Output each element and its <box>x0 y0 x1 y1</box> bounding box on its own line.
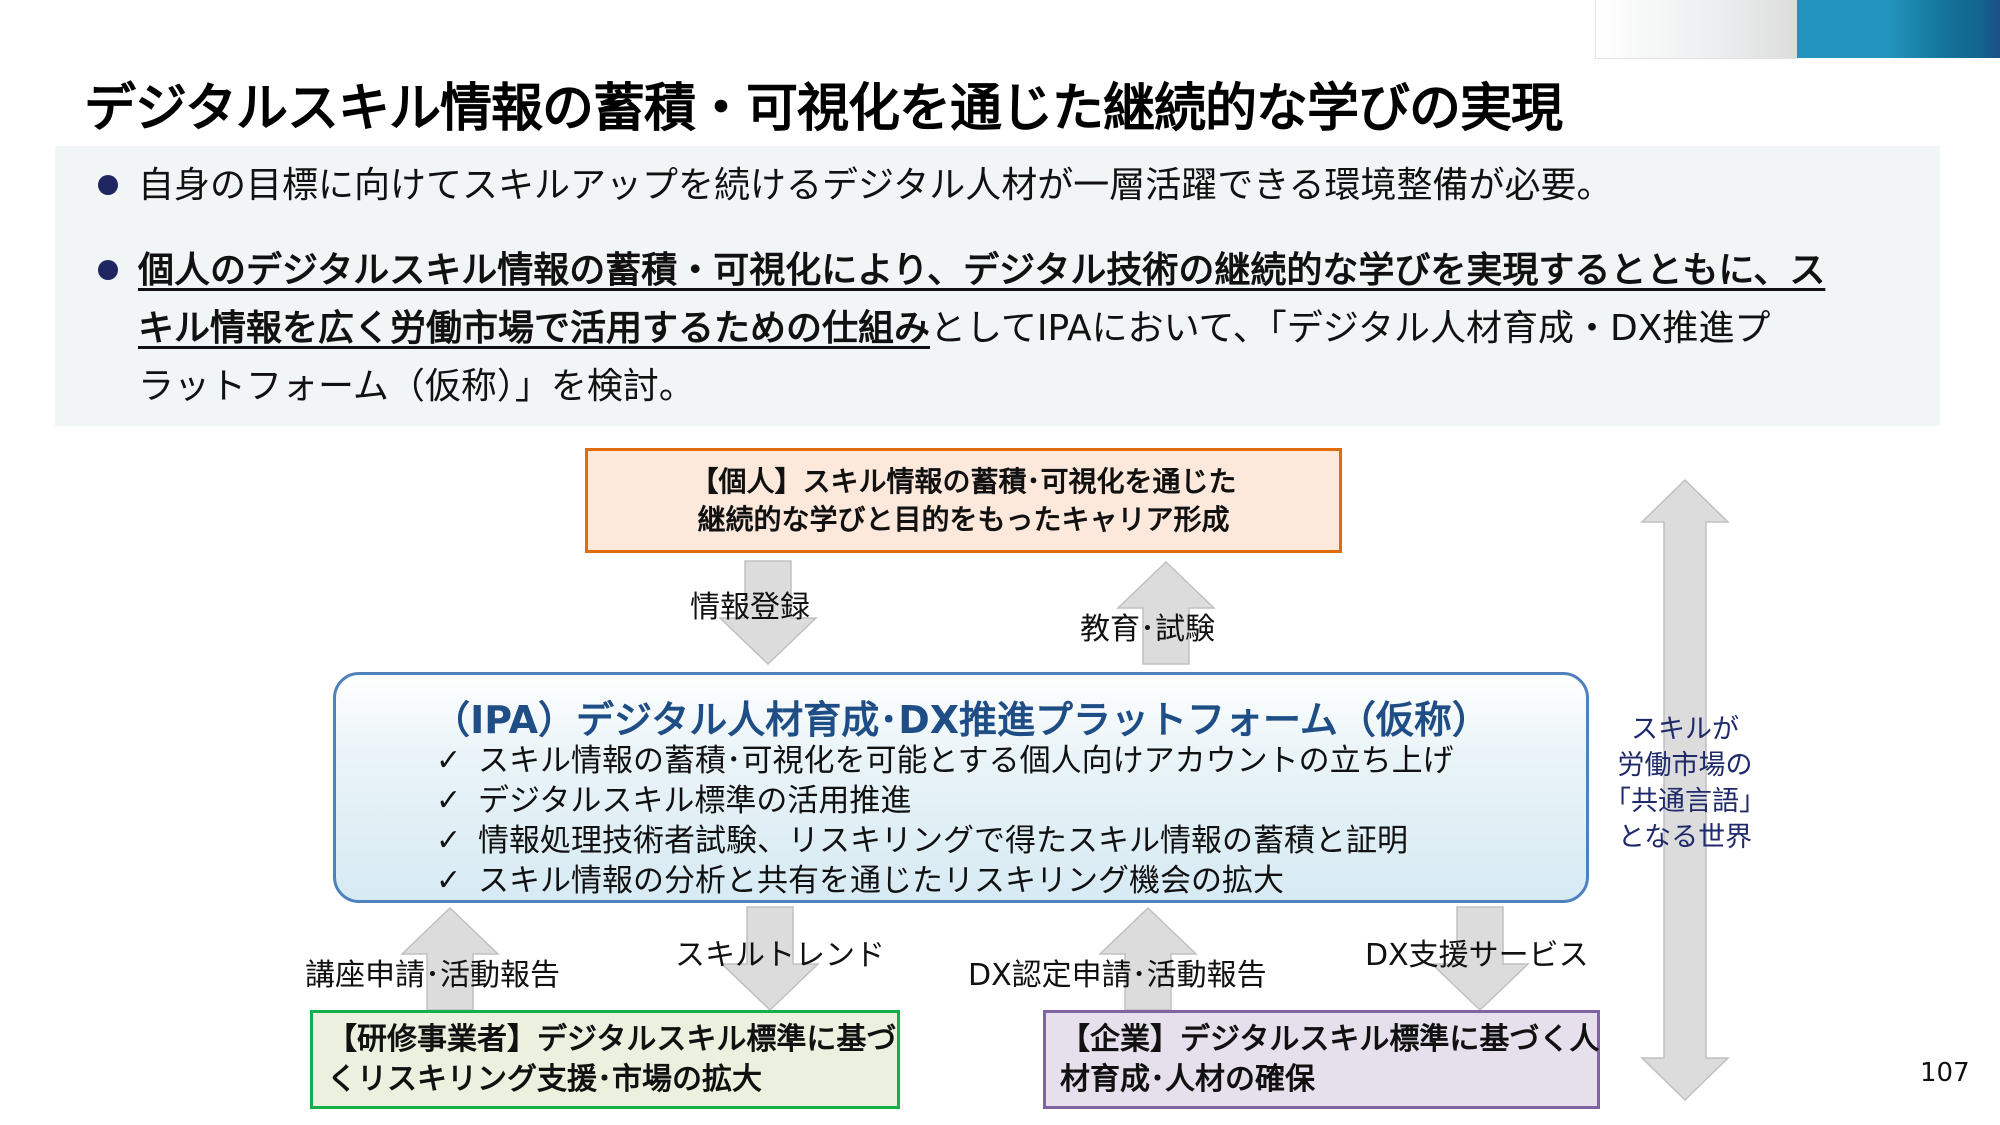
ipa-feature-item: ✓ 情報処理技術者試験、リスキリングで得たスキル情報の蓄積と証明 <box>436 821 1454 861</box>
header-decor-light <box>1595 0 1798 59</box>
down-arrow-icon <box>720 906 820 1012</box>
bullet-1-text: 自身の目標に向けてスキルアップを続けるデジタル人材が一層活躍できる環境整備が必要… <box>138 165 1613 206</box>
bullet-2-line2-text: としてIPAにおいて、「デジタル人材育成・DX推進プ <box>930 308 1771 349</box>
double-arrow-icon <box>1640 478 1730 1102</box>
ipa-feature-text: 情報処理技術者試験、リスキリングで得たスキル情報の蓄積と証明 <box>478 823 1408 859</box>
ipa-feature-text: スキル情報の蓄積･可視化を可能とする個人向けアカウントの立ち上げ <box>478 743 1454 779</box>
ipa-platform-title: （IPA）デジタル人材育成･DX推進プラットフォーム（仮称） <box>432 698 1490 742</box>
side-label-line3: 「共通言語」 <box>1604 786 1766 817</box>
label-dx-support: DX支援サービス <box>1365 938 1589 973</box>
label-info-register: 情報登録 <box>690 590 810 625</box>
side-label-line4: となる世界 <box>1617 822 1753 853</box>
ipa-feature-list: ✓ スキル情報の蓄積･可視化を可能とする個人向けアカウントの立ち上げ ✓ デジタ… <box>436 741 1454 901</box>
label-dx-certification: DX認定申請･活動報告 <box>968 958 1267 993</box>
bullet-2-line3: ラットフォーム（仮称）」を検討。 <box>138 366 695 407</box>
label-skill-trend: スキルトレンド <box>675 938 885 973</box>
ipa-feature-item: ✓ デジタルスキル標準の活用推進 <box>436 781 1454 821</box>
down-arrow-icon <box>718 560 818 666</box>
individual-box-line1: 【個人】スキル情報の蓄積･可視化を通じた <box>690 464 1237 498</box>
common-language-label: スキルが 労働市場の 「共通言語」 となる世界 <box>1590 712 1780 856</box>
bullet-dot-icon <box>98 175 118 195</box>
label-course-application: 講座申請･活動報告 <box>305 958 560 993</box>
label-education-exam: 教育･試験 <box>1080 612 1215 647</box>
check-icon: ✓ <box>436 823 462 858</box>
summary-panel <box>55 146 1940 426</box>
check-icon: ✓ <box>436 783 462 818</box>
individual-box: 【個人】スキル情報の蓄積･可視化を通じた 継続的な学びと目的をもったキャリア形成 <box>585 448 1342 553</box>
slide-title: デジタルスキル情報の蓄積・可視化を通じた継続的な学びの実現 <box>84 79 1563 139</box>
page-number: 107 <box>1920 1058 1970 1088</box>
training-provider-box: 【研修事業者】デジタルスキル標準に基づ くリスキリング支援･市場の拡大 <box>310 1010 900 1109</box>
bullet-2-emphasis-2: キル情報を広く労働市場で活用するための仕組み <box>138 308 931 349</box>
ipa-feature-text: デジタルスキル標準の活用推進 <box>478 783 912 819</box>
company-line1: 【企業】デジタルスキル標準に基づく人 <box>1060 1021 1600 1057</box>
bullet-2-line2: キル情報を広く労働市場で活用するための仕組みとしてIPAにおいて、「デジタル人材… <box>138 300 1770 358</box>
side-label-line1: スキルが <box>1631 714 1739 745</box>
check-icon: ✓ <box>436 863 462 898</box>
check-icon: ✓ <box>436 743 462 778</box>
up-arrow-icon <box>1116 560 1216 665</box>
individual-box-line2: 継続的な学びと目的をもったキャリア形成 <box>697 502 1230 536</box>
header-decor-blue <box>1797 0 2000 58</box>
training-provider-line2: くリスキリング支援･市場の拡大 <box>327 1061 762 1097</box>
training-provider-line1: 【研修事業者】デジタルスキル標準に基づ <box>327 1021 897 1057</box>
ipa-feature-item: ✓ スキル情報の分析と共有を通じたリスキリング機会の拡大 <box>436 861 1454 901</box>
company-line2: 材育成･人材の確保 <box>1060 1061 1315 1097</box>
ipa-platform-box: （IPA）デジタル人材育成･DX推進プラットフォーム（仮称） ✓ スキル情報の蓄… <box>333 672 1589 903</box>
bullet-2-emphasis-1: 個人のデジタルスキル情報の蓄積・可視化により、デジタル技術の継続的な学びを実現す… <box>138 250 1826 291</box>
side-label-line2: 労働市場の <box>1617 750 1753 781</box>
ipa-feature-item: ✓ スキル情報の蓄積･可視化を可能とする個人向けアカウントの立ち上げ <box>436 741 1454 781</box>
down-arrow-icon <box>1430 906 1530 1012</box>
ipa-feature-text: スキル情報の分析と共有を通じたリスキリング機会の拡大 <box>478 863 1284 899</box>
bullet-dot-icon <box>98 260 118 280</box>
bullet-2-line1: 個人のデジタルスキル情報の蓄積・可視化により、デジタル技術の継続的な学びを実現す… <box>138 242 1825 300</box>
company-box: 【企業】デジタルスキル標準に基づく人 材育成･人材の確保 <box>1043 1010 1600 1109</box>
